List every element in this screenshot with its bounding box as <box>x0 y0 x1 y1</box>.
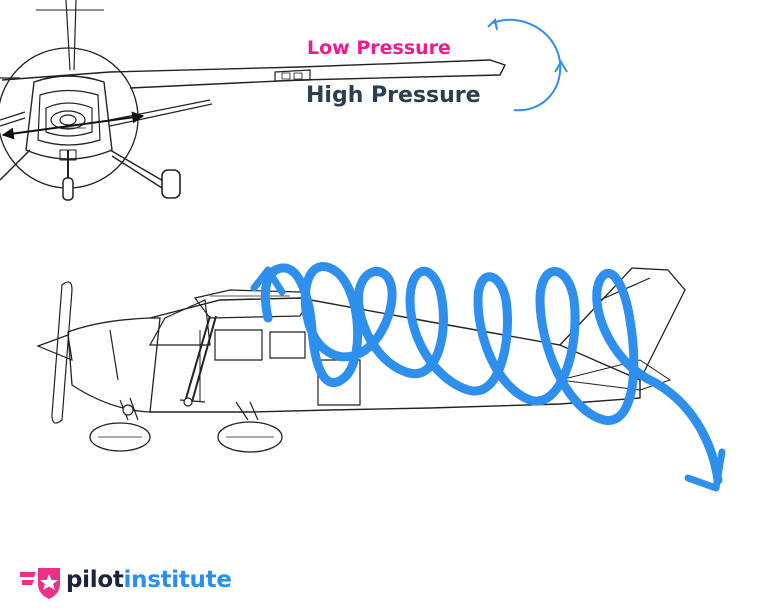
front-view-airplane <box>0 0 506 201</box>
wingtip-rotation-arrow <box>487 17 568 112</box>
wingtip-vortex-spiral <box>250 262 726 492</box>
pilot-institute-logo: pilot institute <box>66 563 232 597</box>
high-pressure-label: High Pressure <box>306 83 481 108</box>
logo-text-pilot: pilot <box>66 567 124 593</box>
low-pressure-label: Low Pressure <box>307 37 451 59</box>
winged-star-shield-icon <box>20 568 60 599</box>
logo-text-institute: institute <box>123 567 232 593</box>
side-view-airplane <box>36 267 686 453</box>
